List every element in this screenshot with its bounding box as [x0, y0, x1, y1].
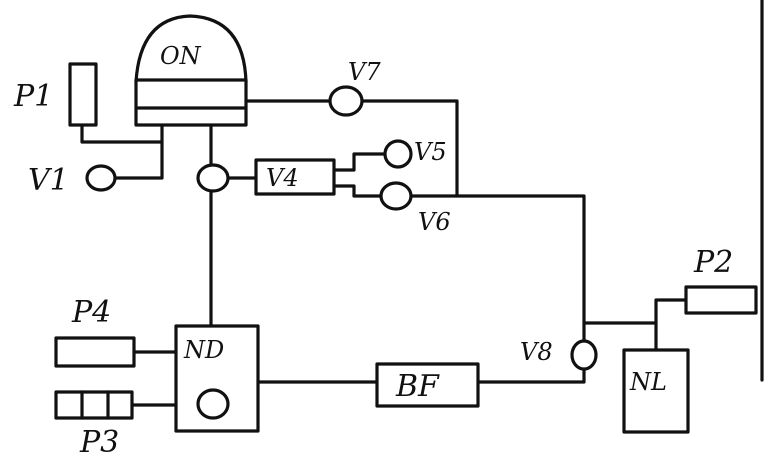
tank-nl	[622, 348, 690, 434]
label-p4: P4	[71, 295, 111, 330]
valve-v6	[379, 181, 413, 211]
label-v6: V6	[418, 208, 451, 236]
label-p2: P2	[693, 245, 733, 280]
gauge-p4	[54, 336, 136, 368]
valve-v1	[85, 164, 117, 192]
label-p3: P3	[79, 425, 119, 460]
label-v8: V8	[520, 338, 553, 366]
label-p1: P1	[13, 79, 53, 114]
block-bf	[375, 362, 480, 408]
junction-valve	[196, 163, 230, 193]
label-nl: NL	[629, 368, 667, 396]
valve-v7	[328, 85, 364, 117]
label-v5: V5	[414, 138, 447, 166]
label-v7: V7	[348, 58, 381, 86]
block-v4	[254, 158, 336, 196]
pipes	[80, 99, 688, 407]
gauge-p2	[684, 285, 758, 315]
label-v1: V1	[28, 163, 69, 198]
tank-on: ON	[134, 14, 248, 127]
label-nd: ND	[183, 336, 224, 364]
gauge-p3	[54, 390, 134, 420]
label-on: ON	[160, 42, 202, 70]
pump-nd: ND	[174, 324, 260, 433]
label-bf: BF	[395, 369, 440, 404]
label-v4: V4	[266, 164, 299, 192]
valve-v8	[570, 339, 598, 371]
gauge-p1	[68, 62, 98, 127]
valve-v5	[383, 139, 413, 169]
